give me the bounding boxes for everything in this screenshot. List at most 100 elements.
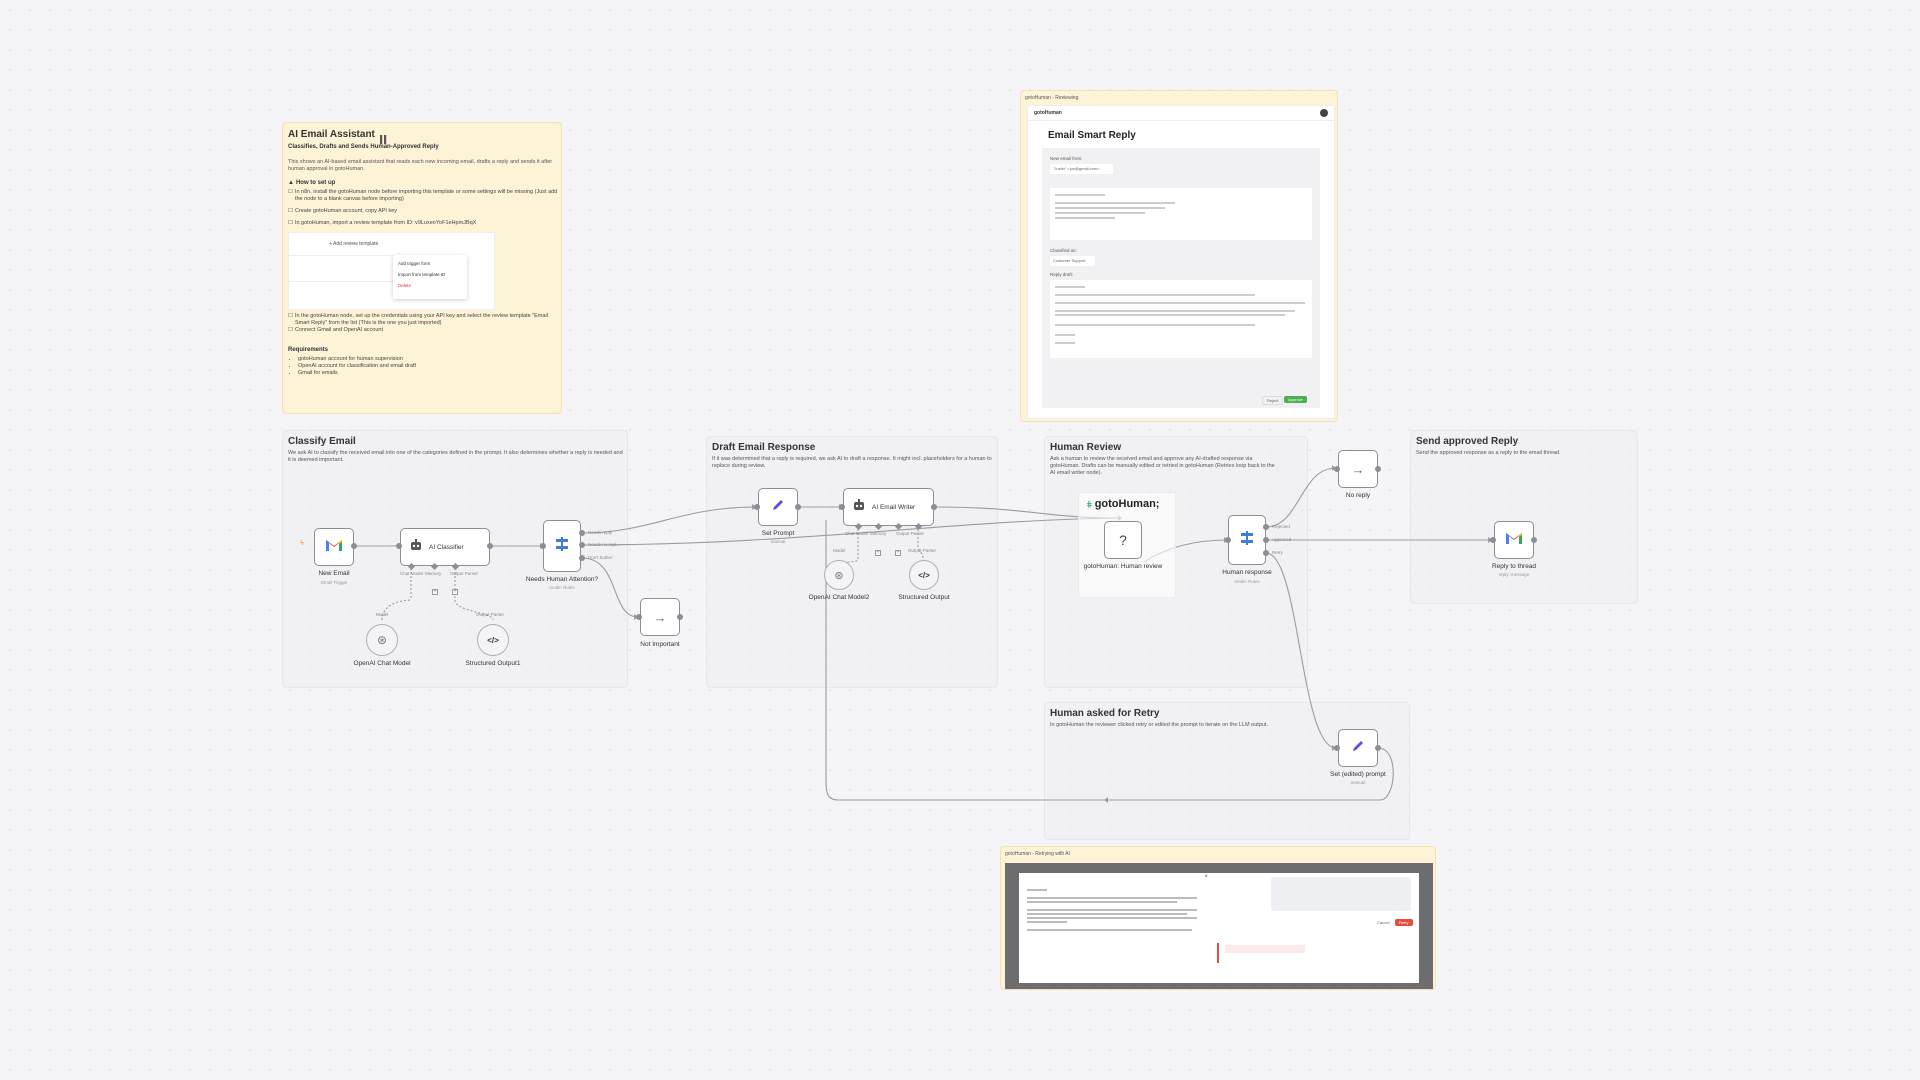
node-reply-to-thread[interactable] — [1494, 521, 1534, 559]
gotohuman-node-frame — [1078, 492, 1176, 598]
classified-field: Customer Support — [1050, 256, 1095, 266]
port-label: Model — [833, 548, 846, 553]
sticky-intro: This shows an AI-based email assistant t… — [288, 159, 553, 172]
add-memory-button[interactable]: + — [432, 589, 438, 595]
node-label: No reply — [1345, 492, 1371, 499]
node-label: Not Important — [640, 641, 680, 648]
checkbox-icon[interactable]: ☐ — [288, 208, 293, 214]
from-field: "Justin" <jus@gmail.com> — [1050, 164, 1113, 174]
review-title: Email Smart Reply — [1048, 130, 1136, 141]
add-memory-button[interactable]: + — [875, 550, 881, 556]
section-description: Ask a human to review the received email… — [1050, 456, 1275, 476]
node-no-reply[interactable]: → — [1338, 450, 1378, 488]
port-label: Chat Model — [400, 571, 424, 576]
help-icon — [1320, 109, 1328, 117]
edge-rejected-to-no-reply — [1265, 467, 1337, 528]
node-subtitle: Gmail Trigger — [320, 580, 348, 585]
node-structured-output[interactable]: </> — [909, 560, 939, 590]
edge-needs-no-reply-to-gotohuman — [581, 517, 1123, 546]
retry-button: Retry — [1395, 919, 1413, 926]
node-label: Reply to thread — [1491, 563, 1537, 570]
setup-step: In n8n, install the gotoHuman node befor… — [294, 189, 558, 202]
setup-steps-2: ☐In the gotoHuman node, set up the crede… — [288, 313, 556, 334]
classified-label: Classified as: — [1050, 248, 1077, 253]
node-set-edited-prompt[interactable] — [1338, 729, 1378, 767]
requirement-item: Gmail for emails — [298, 370, 556, 377]
section-description: If it was determined that a reply is req… — [712, 456, 992, 469]
sticky-header: gotoHuman - Reviewing — [1025, 95, 1079, 101]
checkbox-icon[interactable]: ☐ — [288, 220, 293, 226]
arrow-right-icon: → — [653, 609, 667, 625]
node-needs-human-attention[interactable] — [543, 520, 581, 572]
node-label: AI Classifier — [429, 543, 464, 551]
section-title: Human asked for Retry — [1050, 708, 1160, 719]
checkbox-icon[interactable]: ☐ — [288, 313, 293, 319]
port-label: Output Parser — [476, 612, 505, 617]
approve-button: Approve — [1284, 396, 1307, 403]
node-label: Structured Output1 — [465, 660, 521, 667]
section-description: We ask AI to classify the received email… — [288, 450, 623, 463]
add-parser-button[interactable]: + — [452, 589, 458, 595]
node-ai-email-writer[interactable]: AI Email Writer — [843, 488, 934, 526]
edge-needs-reply-to-set-prompt — [581, 506, 757, 534]
requirements-title: Requirements — [288, 347, 329, 353]
pause-icon — [379, 131, 387, 144]
node-label: Structured Output — [898, 594, 950, 601]
reply-label: Reply draft: — [1050, 272, 1074, 277]
checkbox-icon[interactable]: ☐ — [288, 327, 293, 333]
node-human-response[interactable] — [1228, 515, 1266, 565]
section-human-retry[interactable]: Human asked for Retry In gotoHuman the r… — [1044, 702, 1410, 840]
port-label: Output Parser — [908, 548, 937, 553]
node-openai-chat-model2[interactable]: ⊛ — [824, 560, 854, 590]
setup-step: Connect Gmail and OpenAI account — [294, 327, 383, 333]
checkbox-icon[interactable]: ☐ — [288, 189, 293, 195]
node-subtitle: manual — [770, 539, 786, 544]
output-label: Retry — [1272, 550, 1283, 555]
node-set-prompt[interactable] — [758, 488, 798, 526]
node-gotohuman-review[interactable]: ? — [1104, 521, 1142, 559]
sticky-note-description[interactable]: AI Email Assistant Classifies, Drafts an… — [282, 122, 562, 414]
warning-icon: ▲ — [288, 180, 294, 186]
node-label: Set Prompt — [761, 530, 795, 537]
node-openai-chat-model[interactable]: ⊛ — [366, 624, 398, 656]
sticky-note-reviewing[interactable]: gotoHuman - Reviewing gotoHuman Email Sm… — [1020, 90, 1338, 422]
gotohuman-logo: gotoHuman — [1034, 110, 1062, 116]
sticky-note-retrying[interactable]: gotoHuman - Retrying with AI × Cancel Re… — [1000, 846, 1436, 990]
retry-screenshot: × Cancel Retry — [1005, 863, 1433, 989]
add-review-template-button: + Add review template — [329, 241, 379, 247]
brand-label: gotoHuman; — [1094, 498, 1160, 510]
setup-step: In the gotoHuman node, set up the creden… — [294, 313, 548, 326]
section-description: In gotoHuman the reviewer clicked retry … — [1050, 722, 1268, 728]
node-ai-classifier[interactable]: AI Classifier — [400, 528, 490, 566]
pencil-icon — [1351, 739, 1365, 758]
section-title: Send approved Reply — [1416, 436, 1519, 447]
node-new-email[interactable] — [314, 528, 354, 566]
arrow-right-icon: → — [1351, 461, 1365, 477]
review-screenshot: gotoHuman Email Smart Reply New email fr… — [1027, 105, 1335, 419]
node-label: OpenAI Chat Model2 — [808, 594, 870, 601]
switch-icon — [1240, 530, 1254, 550]
node-label: gotoHuman: Human review — [1083, 563, 1163, 570]
node-not-important[interactable]: → — [640, 598, 680, 636]
menu-item-import: Import from template ID — [398, 272, 446, 277]
sticky-title: AI Email Assistant — [288, 129, 375, 140]
gotohuman-logo-icon: ⋕ — [1086, 499, 1093, 509]
output-label: Needs reply — [588, 530, 613, 535]
port-label: Chat Model — [845, 531, 869, 536]
node-label: Human response — [1222, 569, 1272, 576]
setup-step: Create gotoHuman account, copy API key — [294, 208, 398, 214]
port-label: Memory — [870, 531, 887, 536]
question-icon: ? — [1119, 532, 1127, 548]
node-label: Needs Human Attention? — [525, 576, 599, 583]
sticky-subtitle: Classifies, Drafts and Sends Human-Appro… — [288, 144, 439, 150]
section-send-reply[interactable]: Send approved Reply Send the approved re… — [1410, 430, 1638, 604]
switch-icon — [555, 536, 569, 556]
how-to-title: How to set up — [295, 180, 336, 186]
requirement-item: gotoHuman account for human supervision — [298, 356, 556, 363]
node-structured-output1[interactable]: </> — [477, 624, 509, 656]
context-menu: Add trigger form Import from template ID… — [393, 255, 467, 299]
email-body-box — [1050, 188, 1312, 240]
reply-draft-box[interactable] — [1050, 280, 1312, 358]
add-parser-button[interactable]: + — [895, 550, 901, 556]
edge-retry-to-set-edited-prompt — [1265, 552, 1337, 749]
